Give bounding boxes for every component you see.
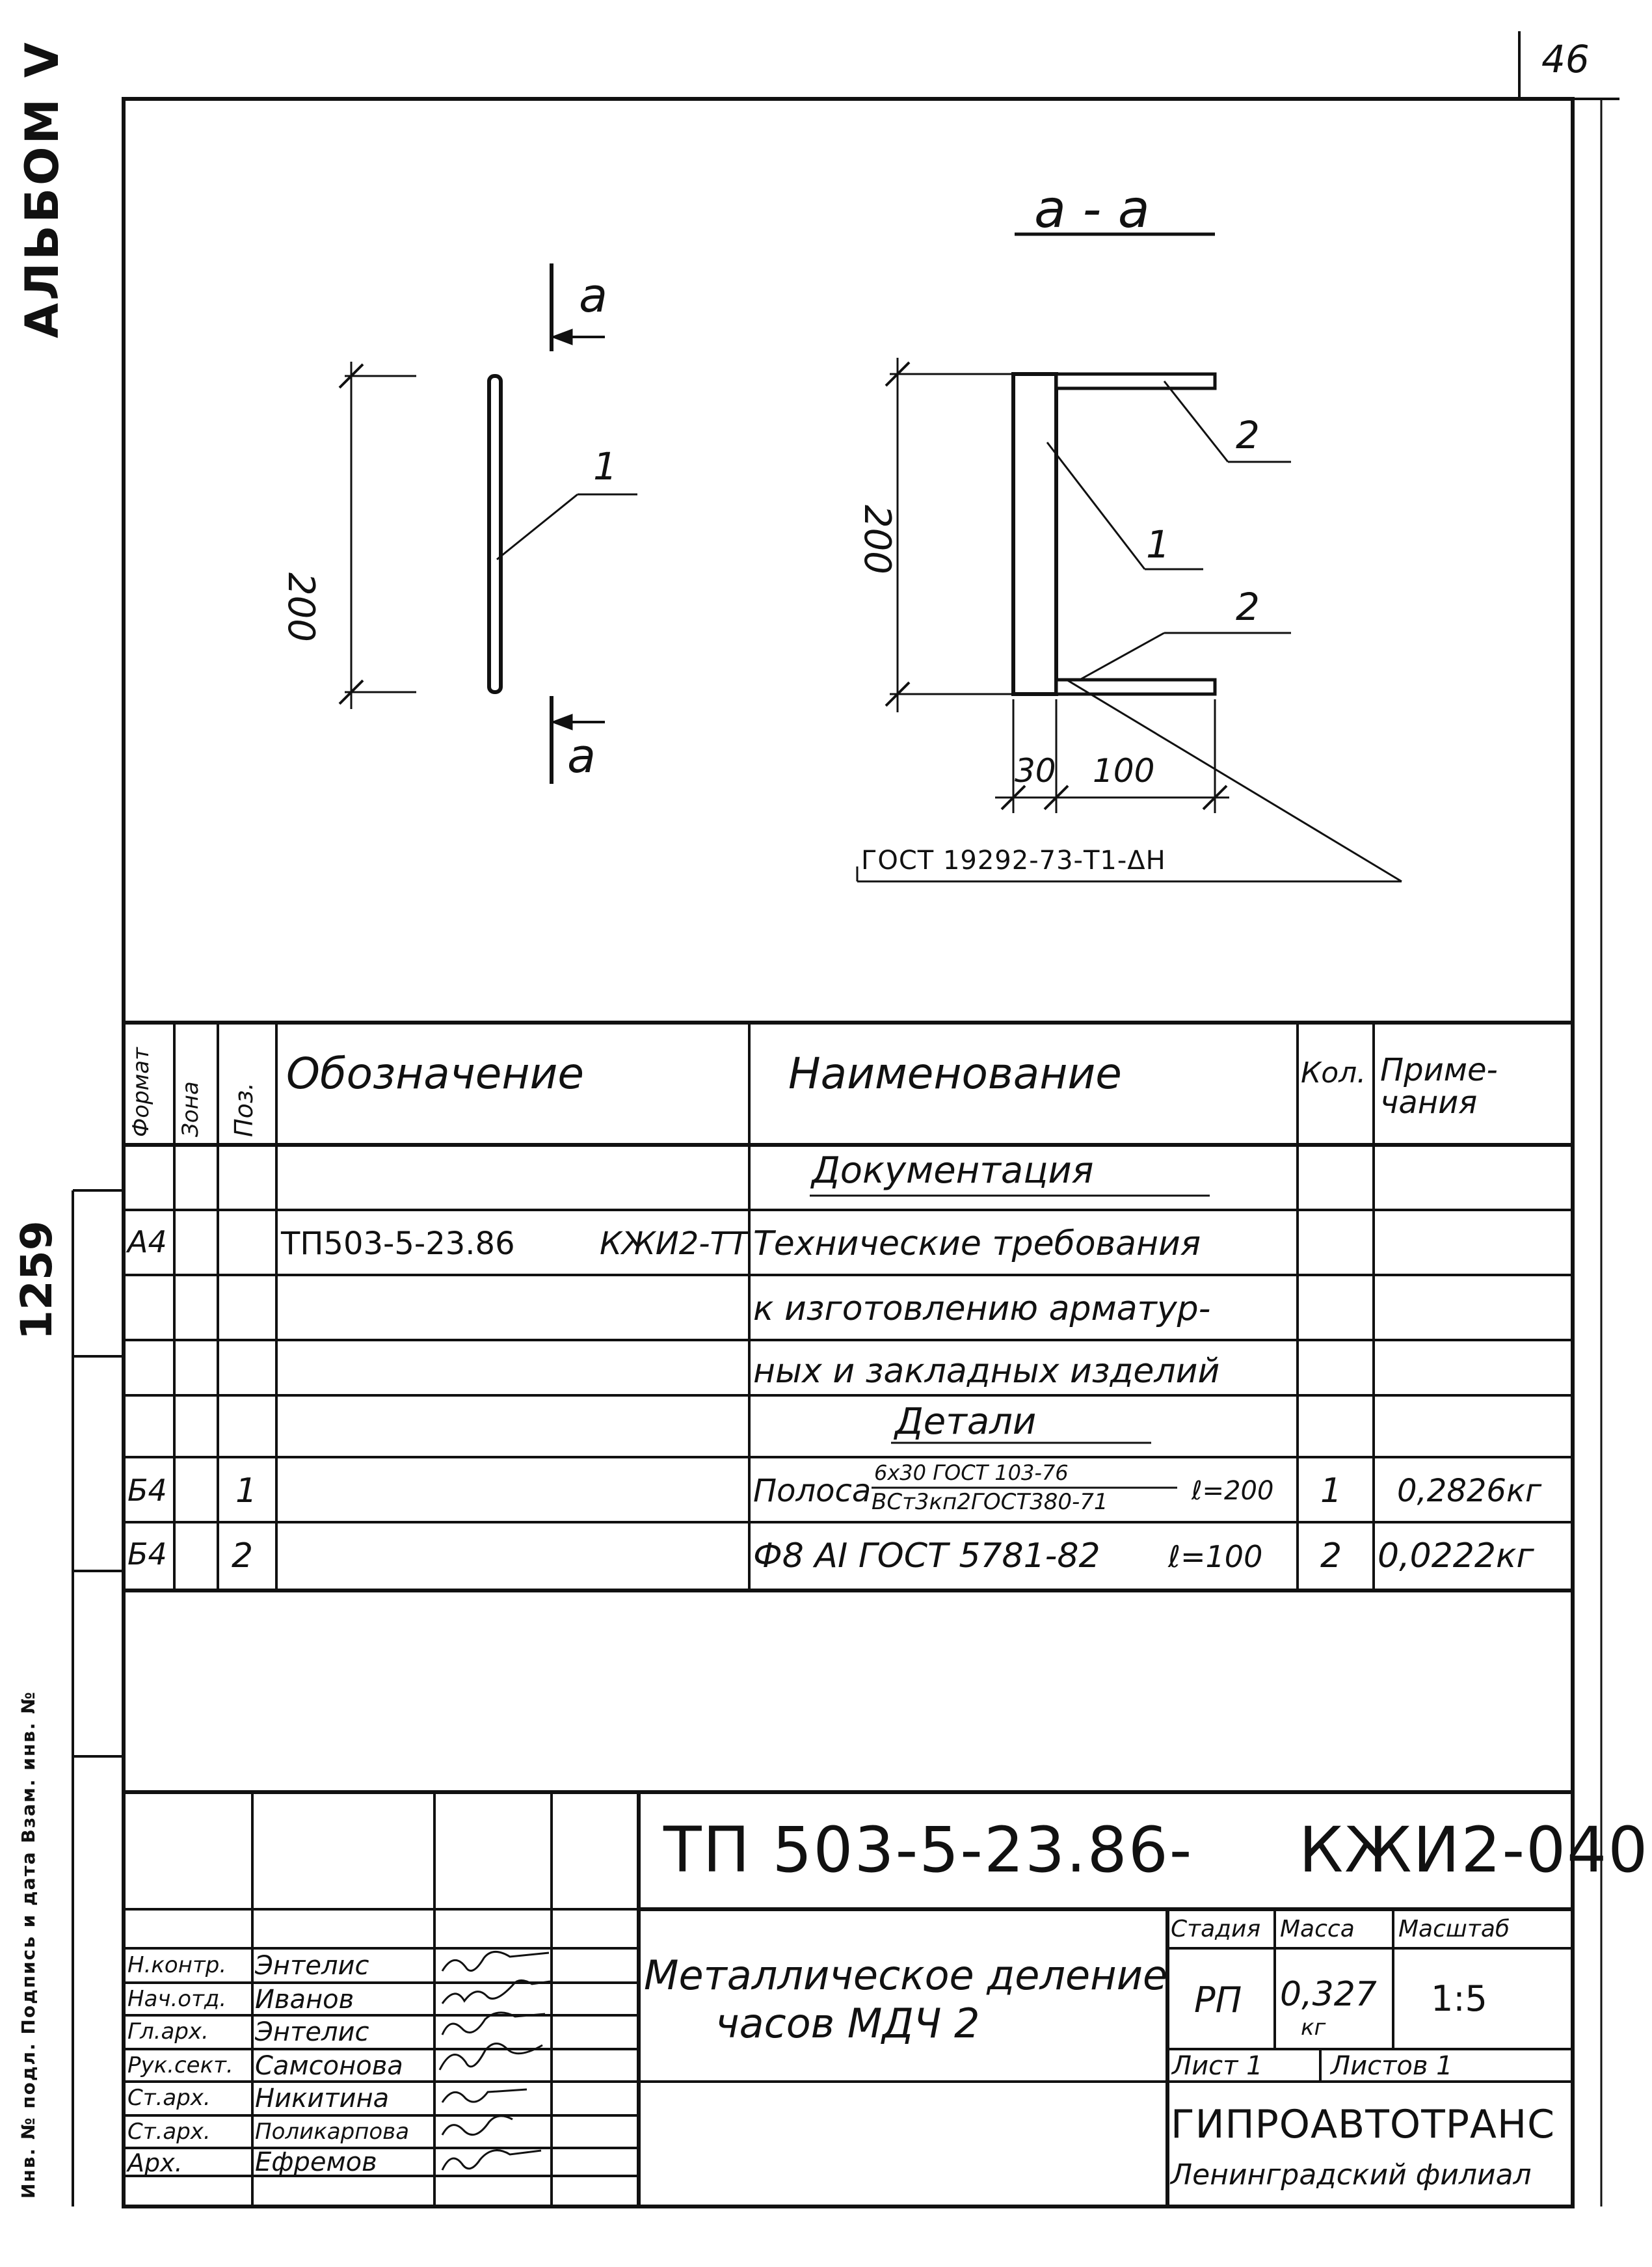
cut-mark-top-label: a: [579, 268, 608, 323]
header-zone: Зона: [178, 1081, 204, 1137]
header-quantity: Кол.: [1301, 1056, 1366, 1090]
inventory-number: 1259: [12, 1220, 62, 1340]
header-name: Наименование: [788, 1049, 1122, 1099]
left-margin-text: Инв. № подл. Подпись и дата Взам. инв. №: [18, 1691, 39, 2199]
section-documentation: Документация: [812, 1149, 1094, 1192]
part-2-quantity: 2: [1320, 1536, 1342, 1576]
part-2-position: 2: [232, 1536, 254, 1576]
header-designation: Обозначение: [286, 1049, 584, 1099]
organization-branch: Ленинградский филиал: [1171, 2158, 1532, 2192]
name-5: Никитина: [255, 2084, 390, 2113]
sheet-frame: [122, 97, 1575, 2208]
spec-grid: [124, 1021, 1573, 1592]
name-1: Энтелис: [255, 1951, 369, 1981]
mass-value: 0,327: [1280, 1975, 1377, 2014]
doc-row-name-line3: ных и закладных изделий: [753, 1352, 1220, 1391]
sheet-number: 46: [1541, 37, 1590, 81]
role-5: Ст.арх.: [127, 2085, 211, 2111]
part-1-quantity: 1: [1320, 1471, 1342, 1510]
role-2: Нач.отд.: [127, 1986, 227, 2012]
name-3: Энтелис: [255, 2017, 369, 2047]
part-2-notes: 0,0222кг: [1378, 1536, 1534, 1576]
part-1-position: 1: [235, 1471, 258, 1510]
dimension-100-label: 100: [1093, 752, 1155, 790]
name-6: Поликарпова: [255, 2119, 410, 2145]
mass-unit: кг: [1301, 2015, 1326, 2041]
position-1-left-label: 1: [593, 444, 617, 489]
album-label: АЛЬБОМ V: [16, 40, 69, 338]
document-title-line1: Металлическое деление: [644, 1952, 1168, 1999]
part-1-name-prefix: Полоса: [753, 1473, 872, 1509]
position-2-bottom-label: 2: [1236, 585, 1260, 629]
section-view: [856, 232, 1402, 883]
header-format: Формат: [128, 1047, 154, 1137]
sheet-label: Лист 1: [1172, 2051, 1263, 2081]
doc-row-name-line2: к изготовлению арматур-: [753, 1289, 1211, 1328]
document-title-line2: часов МДЧ 2: [715, 2000, 980, 2047]
role-3: Гл.арх.: [127, 2019, 209, 2045]
part-2-format: Б4: [127, 1536, 167, 1572]
header-position: Поз.: [230, 1082, 258, 1137]
scale-label: Масштаб: [1398, 1916, 1510, 1942]
title-block-grid: [124, 1790, 1573, 2207]
left-view: [338, 263, 637, 784]
doc-row-format: А4: [127, 1224, 167, 1259]
cut-mark-bottom-label: a: [567, 729, 596, 783]
part-1-notes: 0,2826кг: [1397, 1473, 1542, 1509]
part-1-name-top: 6х30 ГОСТ 103-76: [874, 1460, 1069, 1485]
name-4: Самсонова: [255, 2051, 403, 2081]
position-1-right-label: 1: [1146, 522, 1170, 567]
right-dimension-label: 200: [856, 505, 898, 574]
doc-row-designation: ТП503-5-23.86: [281, 1226, 515, 1262]
organization-name: ГИПРОАВТОТРАНС: [1171, 2102, 1555, 2147]
doc-row-designation-suffix: КЖИ2-ТТ: [600, 1226, 749, 1262]
role-7: Арх.: [127, 2149, 183, 2177]
dimension-30-label: 30: [1015, 752, 1056, 790]
position-2-top-label: 2: [1236, 413, 1260, 457]
part-2-name: Ф8 АI ГОСТ 5781-82: [753, 1536, 1100, 1576]
stage-label: Стадия: [1171, 1916, 1261, 1942]
weld-note: ГОСТ 19292-73-Т1-ΔН: [861, 846, 1166, 876]
document-code: ТП 503-5-23.86- КЖИ2-040: [663, 1814, 1649, 1886]
part-2-length: ℓ=100: [1168, 1539, 1263, 1574]
part-1-length: ℓ=200: [1192, 1476, 1274, 1506]
name-2: Иванов: [255, 1985, 354, 2015]
stage-value: РП: [1194, 1979, 1242, 2020]
header-notes: Приме- чания: [1380, 1052, 1498, 1121]
doc-row-name-line1: Технические требования: [753, 1224, 1201, 1263]
section-title: a - a: [1034, 179, 1150, 239]
role-6: Ст.арх.: [127, 2119, 211, 2145]
part-1-format: Б4: [127, 1473, 167, 1508]
left-dimension-label: 200: [280, 572, 322, 642]
role-4: Рук.сект.: [127, 2052, 233, 2078]
name-7: Ефремов: [255, 2147, 377, 2177]
mass-label: Масса: [1280, 1916, 1355, 1942]
signatures: [438, 1951, 551, 2171]
role-1: Н.контр.: [127, 1952, 227, 1978]
part-1-name-bottom: ВСт3кп2ГОСТ380-71: [872, 1489, 1108, 1515]
section-parts: Детали: [895, 1401, 1037, 1443]
scale-value: 1:5: [1431, 1978, 1487, 2019]
sheets-label: Листов 1: [1331, 2051, 1453, 2081]
